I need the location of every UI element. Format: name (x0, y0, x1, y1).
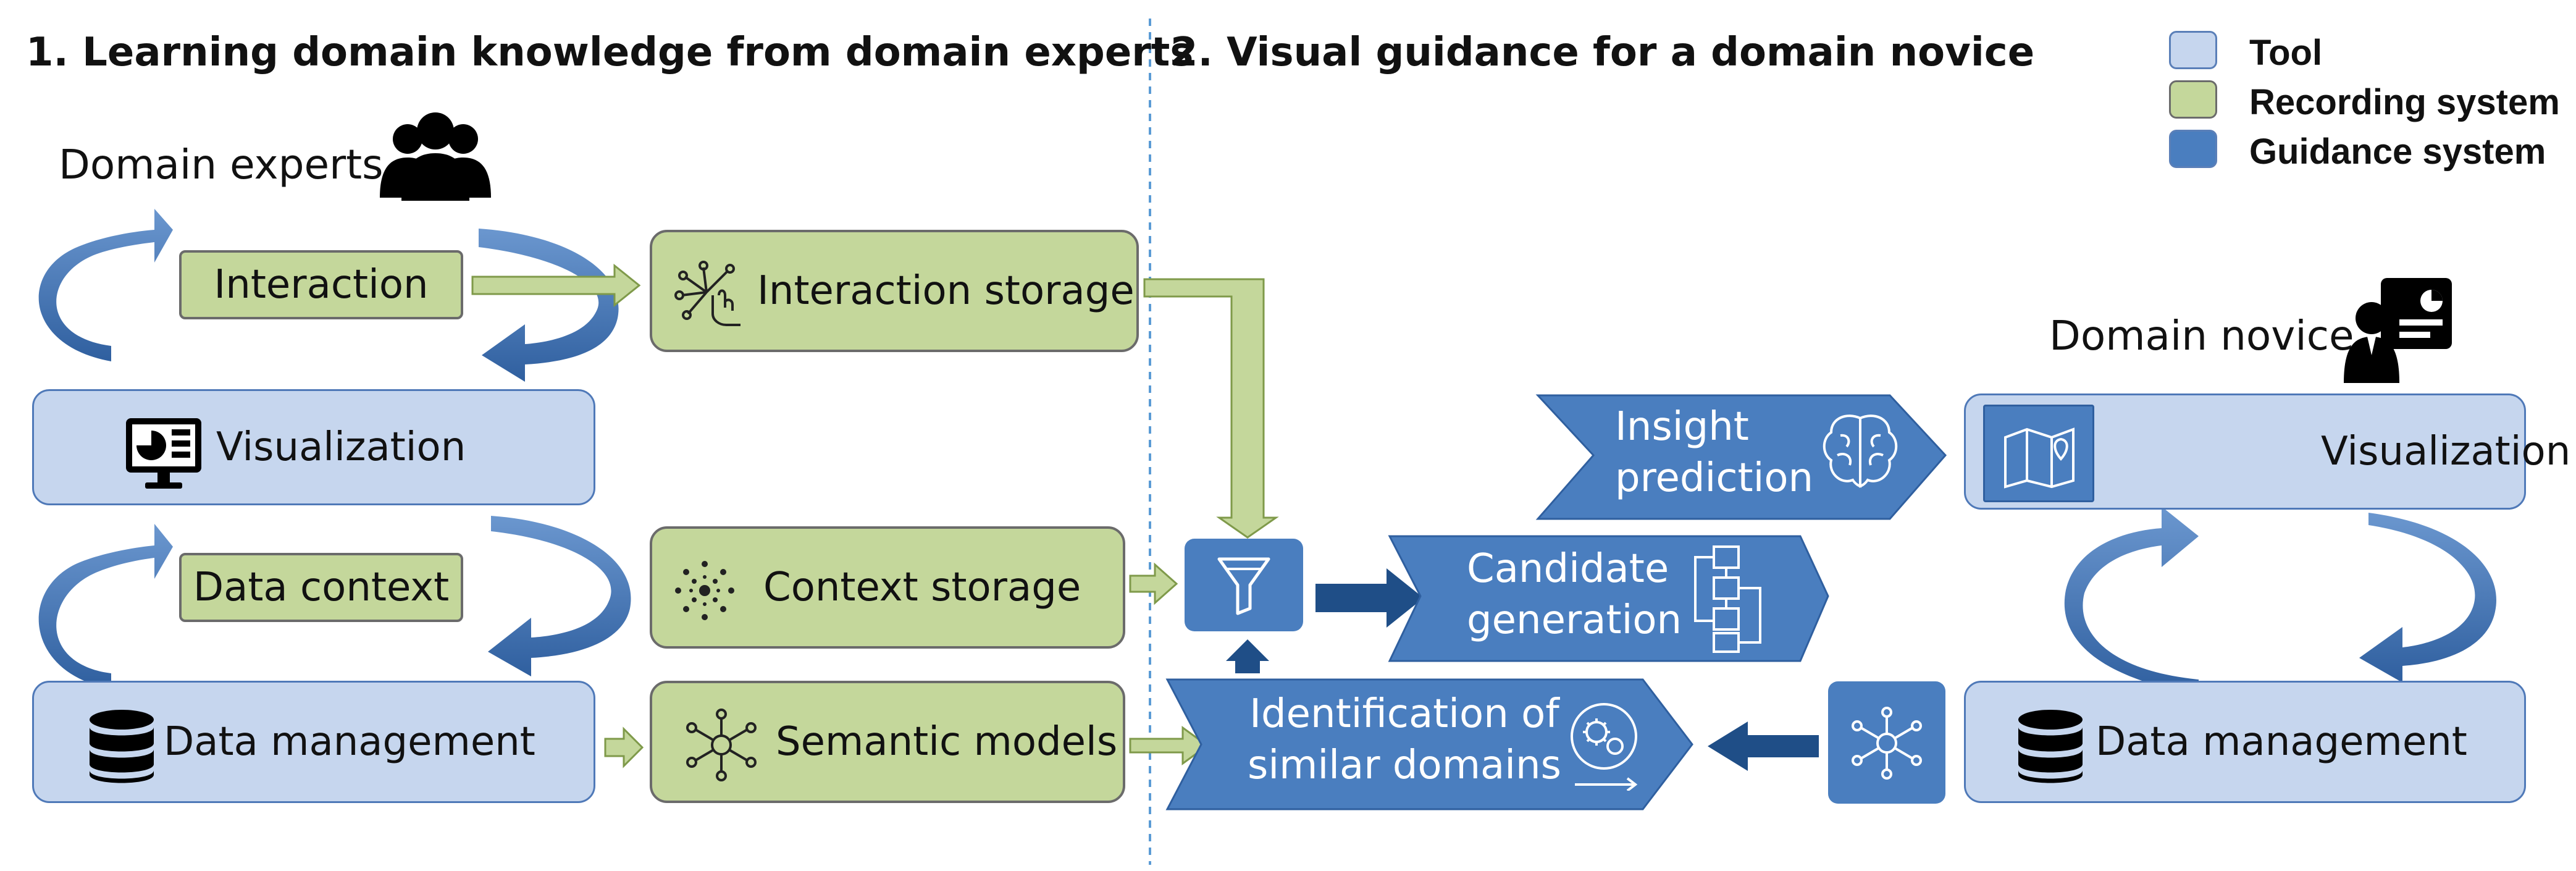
legend: Tool Recording system Guidance system (2169, 28, 2564, 182)
data-context-box: Data context (179, 553, 463, 622)
insight-line2: prediction (1615, 455, 1814, 502)
database-icon-right (2018, 710, 2083, 783)
insight-text: Insight prediction (1615, 402, 1813, 504)
people-icon (380, 112, 491, 201)
monitor-chart-icon (126, 418, 201, 489)
map-icon (2004, 427, 2075, 489)
legend-swatch-guidance (2169, 130, 2217, 168)
domain-novice-label: Domain novice (2049, 312, 2354, 360)
interaction-label: Interaction (214, 262, 429, 308)
interaction-storage-label: Interaction storage (757, 268, 1135, 314)
visualization-label-right: Visualization (2321, 429, 2571, 474)
network-icon-white (1852, 707, 1922, 780)
brain-icon (1823, 414, 1898, 488)
identification-shape (1165, 678, 1693, 810)
candidate-text: Candidate generation (1467, 544, 1682, 646)
data-management-label-left: Data management (164, 719, 535, 765)
cycle-arrow-data-context (38, 516, 631, 689)
person-presenter-icon (2344, 278, 2452, 383)
data-management-box-right: Data management (1964, 681, 2526, 803)
gears-icon (1571, 703, 1638, 791)
domain-experts-label: Domain experts (59, 141, 384, 188)
semantic-models-label: Semantic models (776, 719, 1118, 765)
identification-line2: similar domains (1248, 743, 1561, 789)
semantic-models-box: Semantic models (650, 681, 1125, 803)
visualization-box: Visualization (32, 389, 595, 505)
data-management-label-right: Data management (2096, 719, 2467, 765)
heading-right: 2. Visual guidance for a domain novice (1170, 30, 2035, 75)
filter-box (1185, 539, 1303, 631)
database-icon (90, 710, 154, 783)
map-icon-frame (1983, 405, 2094, 502)
legend-label-tool: Tool (2249, 33, 2323, 73)
legend-label-guidance: Guidance system (2249, 132, 2546, 172)
interaction-storage-box: Interaction storage (650, 230, 1139, 352)
identification-text: Identification of similar domains (1248, 689, 1561, 791)
candidate-line2: generation (1467, 597, 1682, 644)
visualization-box-right: Visualization (1964, 393, 2570, 510)
identification-line1: Identification of (1249, 691, 1559, 737)
recording-arrows (471, 263, 1279, 768)
legend-label-recording: Recording system (2249, 82, 2560, 122)
heading-left: 1. Learning domain knowledge from domain… (26, 30, 1194, 75)
network-icon (686, 709, 757, 781)
dots-cluster-icon (675, 561, 734, 620)
visualization-label-left: Visualization (216, 424, 466, 470)
touch-network-icon (674, 261, 740, 326)
guidance-arrows (1226, 568, 1819, 771)
legend-swatch-recording (2169, 80, 2217, 119)
cycle-arrow-interaction (38, 209, 619, 382)
data-management-box-left: Data management (32, 681, 595, 803)
flowchart-icon (1694, 545, 1761, 653)
legend-swatch-tool (2169, 31, 2217, 69)
data-context-label: Data context (193, 565, 450, 610)
cycle-arrow-novice (2064, 507, 2496, 695)
interaction-box: Interaction (179, 250, 463, 319)
insight-line1: Insight (1615, 404, 1749, 450)
context-storage-label: Context storage (763, 565, 1081, 610)
candidate-line1: Candidate (1467, 546, 1669, 592)
context-storage-box: Context storage (650, 526, 1125, 649)
network-box (1828, 681, 1945, 804)
filter-icon (1217, 557, 1270, 615)
insight-prediction-shape (1535, 394, 1947, 520)
